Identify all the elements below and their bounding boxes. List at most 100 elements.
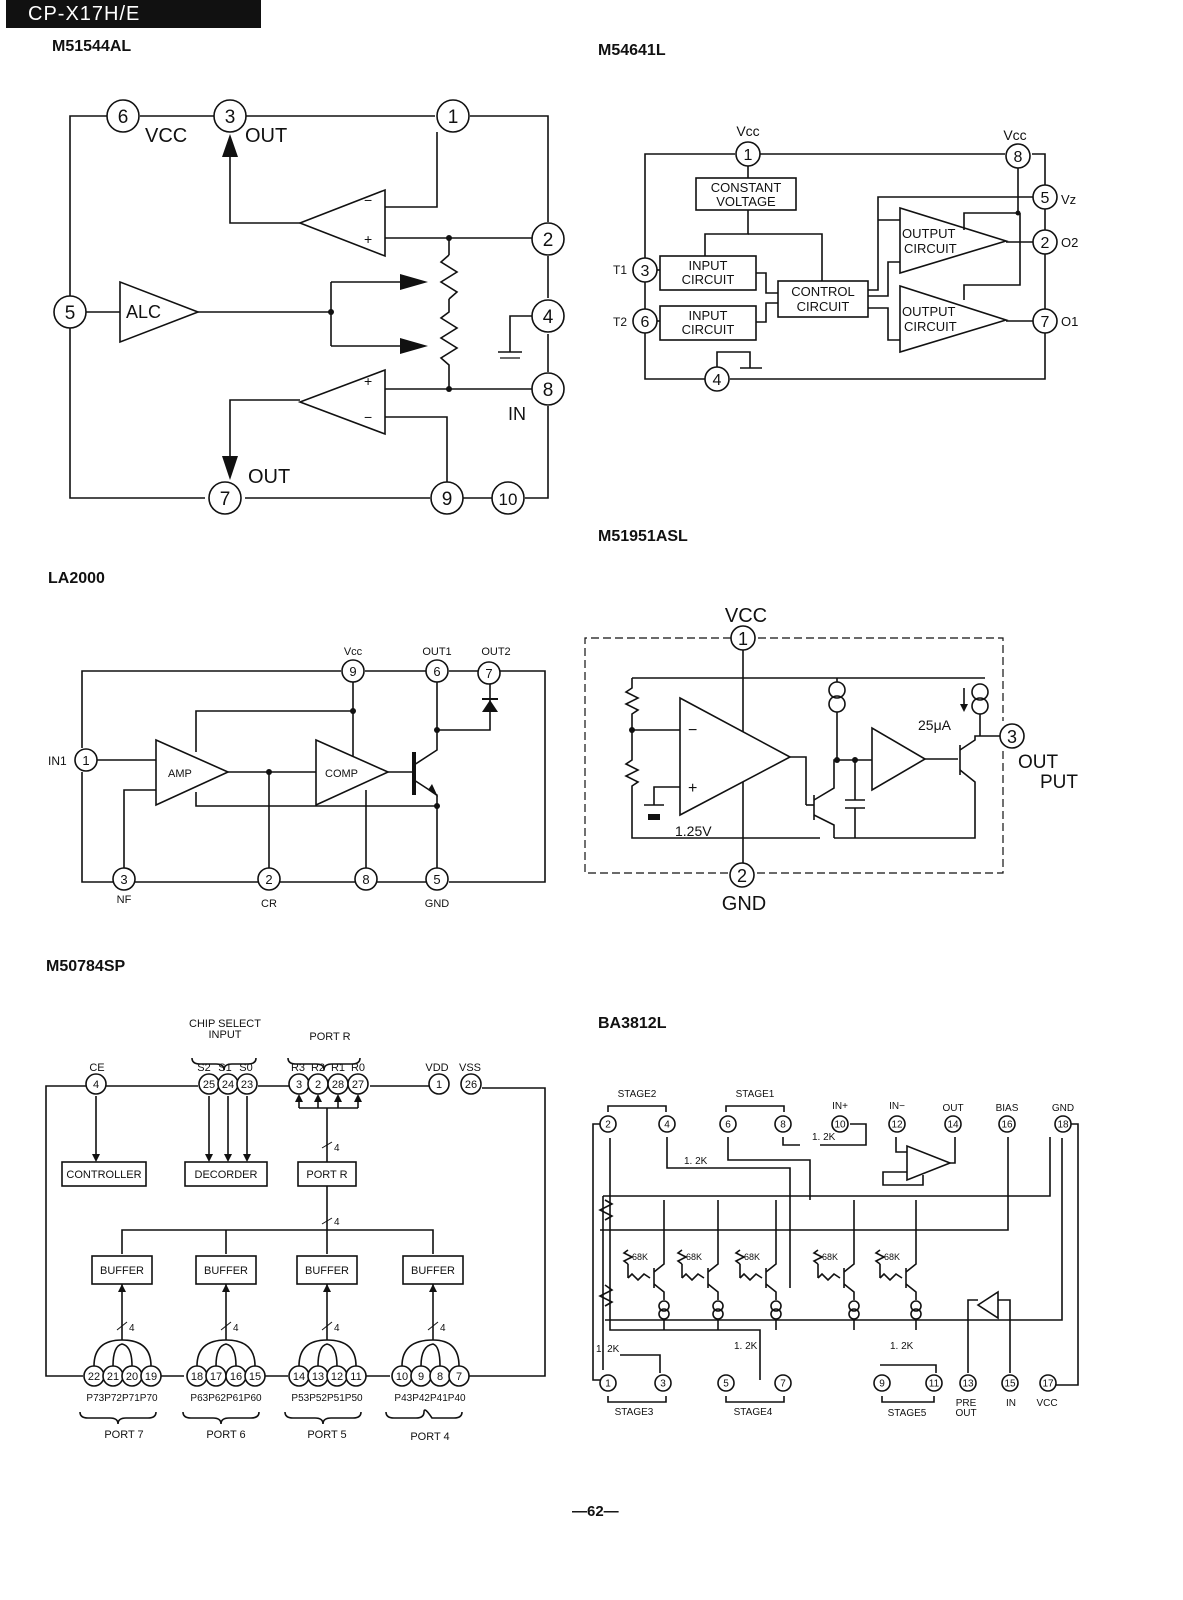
svg-text:INPUT: INPUT [689, 258, 728, 273]
pin-number: 28 [332, 1079, 344, 1091]
pin-number: 1 [605, 1379, 611, 1390]
svg-text:O1: O1 [1061, 314, 1078, 329]
pin-number: 16 [230, 1371, 242, 1383]
pin-number: 3 [660, 1379, 666, 1390]
la2000-amp [155, 738, 230, 807]
svg-text:3: 3 [1007, 727, 1017, 747]
pin-number: 7 [780, 1379, 786, 1390]
svg-text:1. 2K: 1. 2K [734, 1341, 758, 1352]
title-la2000: LA2000 [48, 570, 105, 587]
pin-label: 10 [499, 490, 518, 509]
buffer-block [402, 1255, 464, 1285]
arrow-icon [400, 338, 428, 354]
pin-number: 17 [210, 1371, 222, 1383]
arrow-icon [400, 274, 428, 290]
svg-text:Vcc: Vcc [736, 123, 759, 139]
model-tag: CP-X17H/E [6, 0, 261, 28]
svg-text:OUT1: OUT1 [422, 646, 451, 658]
pin-12 [888, 1115, 906, 1133]
svg-text:−: − [364, 409, 372, 425]
pin-number: 19 [145, 1371, 157, 1383]
buffer-block [91, 1255, 153, 1285]
svg-text:9: 9 [349, 664, 356, 679]
svg-text:CIRCUIT: CIRCUIT [904, 319, 957, 334]
m51544al-pin-7 [208, 481, 242, 515]
svg-text:R3: R3 [291, 1062, 305, 1074]
pin-label: 7 [220, 489, 231, 510]
pin-label: 8 [543, 380, 554, 401]
svg-text:R0: R0 [351, 1062, 365, 1074]
svg-text:Vcc: Vcc [344, 646, 363, 658]
svg-text:STAGE4: STAGE4 [734, 1407, 773, 1418]
pin-1 [599, 1374, 617, 1392]
svg-text:1. 2K: 1. 2K [812, 1132, 836, 1143]
svg-text:VCC: VCC [1036, 1398, 1057, 1409]
pin-14 [944, 1115, 962, 1133]
svg-text:VSS: VSS [459, 1062, 481, 1074]
pin-2 [599, 1115, 617, 1133]
pin-number: 2 [315, 1079, 321, 1091]
svg-text:OUTPUT: OUTPUT [902, 304, 956, 319]
buffer-block [195, 1255, 257, 1285]
svg-text:O2: O2 [1061, 235, 1078, 250]
svg-text:R2: R2 [311, 1062, 325, 1074]
svg-text:7: 7 [485, 666, 492, 681]
pin-number: 10 [834, 1120, 846, 1131]
svg-text:1.25V: 1.25V [675, 823, 712, 839]
pin-number: 4 [664, 1120, 670, 1131]
svg-text:PORT 4: PORT 4 [410, 1431, 449, 1443]
m51544al-pin-6 [106, 99, 140, 133]
bus-width: 4 [233, 1323, 239, 1334]
svg-text:Vcc: Vcc [1003, 127, 1026, 143]
svg-text:DECORDER: DECORDER [195, 1169, 258, 1181]
svg-text:PORT R: PORT R [306, 1169, 347, 1181]
svg-text:5: 5 [1041, 190, 1050, 207]
svg-text:STAGE1: STAGE1 [736, 1089, 775, 1100]
svg-text:CONTROL: CONTROL [791, 284, 855, 299]
svg-text:CR: CR [261, 898, 277, 910]
bus-width: 4 [334, 1323, 340, 1334]
svg-text:OUT: OUT [942, 1103, 963, 1114]
svg-text:PORT R: PORT R [309, 1031, 350, 1043]
pin-4 [85, 1073, 107, 1095]
m51544al-pin-1 [436, 99, 470, 133]
m51544al-pin-2 [531, 222, 565, 256]
pin-label: 1 [448, 107, 459, 128]
pin-number: 9 [879, 1379, 885, 1390]
svg-text:AMP: AMP [168, 768, 192, 780]
title-m51951asl: M51951ASL [598, 528, 688, 545]
pin-3 [654, 1374, 672, 1392]
pin-label: 3 [225, 107, 236, 128]
title-ba3812l: BA3812L [598, 1015, 667, 1032]
diagram-m51544al: 6 3 1 2 4 8 5 7 9 10 VCC OUT OUT IN − + … [53, 99, 565, 515]
svg-text:25μA: 25μA [918, 717, 952, 733]
svg-text:OUT2: OUT2 [481, 646, 510, 658]
pin-label: 2 [543, 230, 554, 251]
svg-text:P63P62P61P60: P63P62P61P60 [190, 1393, 262, 1404]
svg-text:INPUT: INPUT [209, 1029, 242, 1041]
svg-text:−: − [364, 192, 372, 208]
pin-number: 11 [350, 1371, 361, 1383]
pin-number: 13 [312, 1371, 324, 1383]
svg-text:3: 3 [641, 263, 650, 280]
svg-text:4: 4 [334, 1217, 340, 1228]
svg-text:CIRCUIT: CIRCUIT [682, 322, 735, 337]
svg-text:GND: GND [722, 893, 766, 915]
pin-number: 3 [296, 1079, 302, 1091]
svg-text:2: 2 [265, 872, 272, 887]
pin-number: 5 [723, 1379, 729, 1390]
pin-number: 18 [1057, 1120, 1069, 1131]
svg-text:CONTROLLER: CONTROLLER [66, 1169, 141, 1181]
pin-number: 7 [456, 1371, 462, 1383]
title-m51544al: M51544AL [52, 38, 132, 55]
pin-number: 26 [465, 1079, 477, 1091]
svg-text:1. 2K: 1. 2K [890, 1341, 914, 1352]
diagram-la2000: 9 6 7 1 3 2 8 5 Vcc OUT1 OUT2 IN1 NF CR … [48, 646, 546, 910]
pin-number: 12 [891, 1120, 903, 1131]
constant-voltage-block [695, 177, 797, 211]
svg-text:CIRCUIT: CIRCUIT [797, 299, 850, 314]
m51544al-amp-upper [297, 188, 386, 258]
svg-text:OUTPUT: OUTPUT [902, 226, 956, 241]
bus-width: 4 [440, 1323, 446, 1334]
